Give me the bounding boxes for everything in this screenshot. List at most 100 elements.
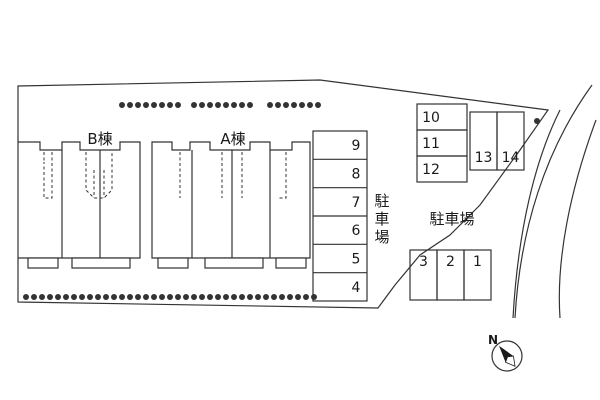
parking-space-number: 12 [422,162,440,178]
shrub-icon [143,102,149,108]
shrub-icon [311,294,317,300]
shrub-icon [215,294,221,300]
shrub-icon [207,294,213,300]
shrub-icon [151,294,157,300]
building-a-porch [204,257,264,269]
shrub-icon [199,102,205,108]
shrub-icon [47,294,53,300]
north-compass: N [488,333,523,372]
shrub-icon [135,102,141,108]
shrub-icon [215,102,221,108]
shrub-icon [191,102,197,108]
shrub-icon [31,294,37,300]
shrub-icon [55,294,61,300]
building-a-outline [151,141,311,259]
shrub-row-top-right [267,102,321,108]
parking-space-number: 3 [419,254,428,270]
building-a-stair [179,152,287,199]
shrub-icon [199,294,205,300]
shrub-icon [307,102,313,108]
building-a: A棟 [151,130,311,269]
shrub-icon [119,102,125,108]
building-a-porch [157,257,189,269]
shrub-corner [534,118,540,124]
parking-space-number: 2 [446,254,455,270]
shrub-icon [207,102,213,108]
shrub-icon [247,294,253,300]
shrub-icon [175,294,181,300]
parking-space-number: 7 [352,195,361,211]
shrub-icon [175,102,181,108]
shrub-icon [303,294,309,300]
building-a-porch [275,257,307,269]
site-boundary [17,79,550,309]
shrub-icon [167,294,173,300]
shrub-icon [239,294,245,300]
parking-bottom-row: 3 2 1 [409,249,492,301]
shrub-icon [63,294,69,300]
parking-center-label: 駐 車 場 [374,192,389,246]
shrub-icon [223,102,229,108]
building-b-porch [71,257,131,269]
shrub-icon [183,294,189,300]
shrub-icon [167,102,173,108]
shrub-row-top-left [119,102,181,108]
shrub-icon [291,102,297,108]
parking-center-label-char: 車 [374,210,389,228]
parking-space-number: 10 [422,110,440,126]
compass-ring [491,340,523,372]
road-edge-outer [514,84,593,319]
compass-north-label: N [488,333,498,347]
shrub-icon [267,102,273,108]
parking-center-label-char: 駐 [374,192,389,210]
parking-space-number: 9 [352,138,361,154]
road-edge-inner [512,109,561,319]
shrub-icon [103,294,109,300]
shrub-icon [127,294,133,300]
parking-space-number: 14 [502,150,520,166]
shrub-icon [271,294,277,300]
shrub-icon [95,294,101,300]
shrub-icon [159,294,165,300]
parking-top-column: 10 11 12 [416,103,468,183]
building-b-stair [85,152,113,199]
shrub-icon [191,294,197,300]
parking-space-number: 1 [473,254,482,270]
shrub-row-bottom [23,294,317,300]
building-b: B棟 [18,130,141,269]
shrub-icon [315,102,321,108]
parking-space-number: 5 [352,252,361,268]
shrub-icon [231,294,237,300]
parking-right-label: 駐車場 [429,210,474,228]
shrub-icon [119,294,125,300]
parking-space-number: 11 [422,136,440,152]
shrub-icon [159,102,165,108]
building-b-stair [43,152,53,199]
road-edge-far [558,119,597,319]
parking-center-label-char: 場 [374,228,389,246]
parking-space [463,249,492,301]
shrub-icon [295,294,301,300]
parking-space-number: 13 [475,150,493,166]
parking-top-pair: 13 14 [469,111,525,171]
compass-tail [505,355,516,367]
parking-space [496,111,525,171]
shrub-icon [135,294,141,300]
shrub-icon [247,102,253,108]
shrub-icon [239,102,245,108]
parking-space-number: 4 [352,280,361,296]
shrub-icon [151,102,157,108]
shrub-icon [79,294,85,300]
shrub-icon [263,294,269,300]
shrub-icon [71,294,77,300]
parking-space-number: 8 [352,167,361,183]
building-b-outline [18,141,141,259]
shrub-icon [255,294,261,300]
building-a-label: A棟 [220,130,245,148]
parking-space [416,155,468,183]
building-b-label: B棟 [87,130,112,148]
shrub-icon [283,102,289,108]
shrub-icon [23,294,29,300]
